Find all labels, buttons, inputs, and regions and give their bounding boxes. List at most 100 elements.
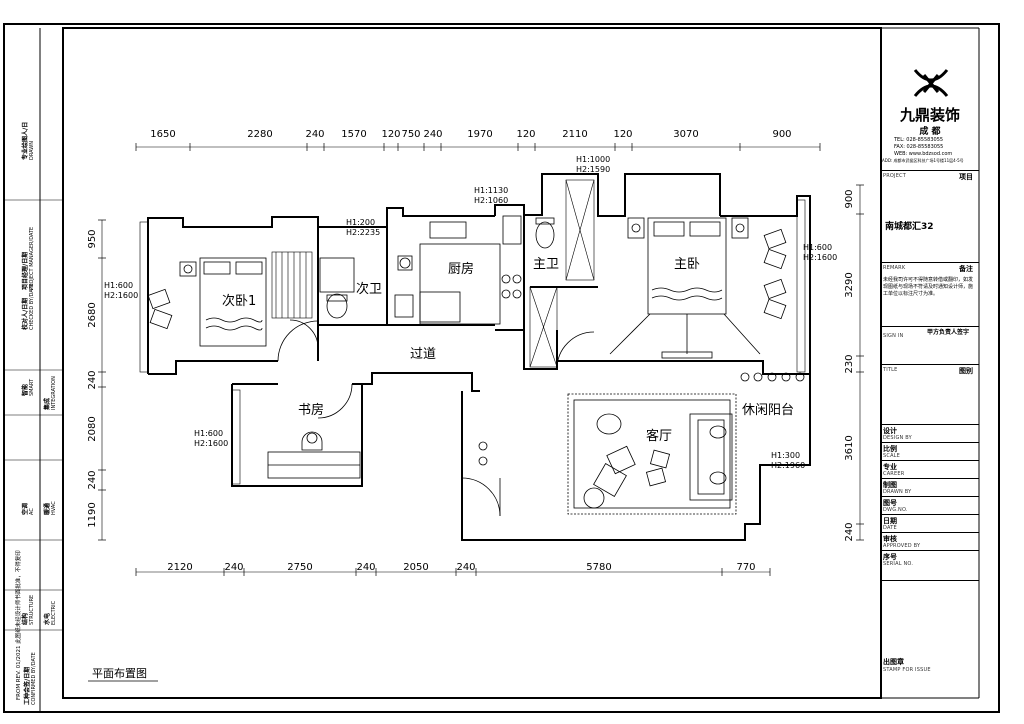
row-label-cn: 制图: [883, 481, 897, 489]
h-kitchen-2: H2:1060: [474, 196, 508, 205]
side-integration: 集成 INTEGRATION: [42, 376, 57, 410]
dim-top-12: 3070: [673, 129, 698, 140]
side-label-cn: 校对人/日期: [22, 297, 29, 330]
dim-bottom-7: 5780: [586, 562, 611, 573]
side-label-cn: 暖通: [44, 502, 51, 515]
furniture: [147, 215, 805, 517]
company-tel: TEL: 028-85583055: [894, 137, 944, 143]
side-label-en: STRUCTURE: [29, 594, 35, 625]
dim-bottom-5: 2050: [403, 562, 428, 573]
h-bath2-2: H2:2235: [346, 228, 380, 237]
dim-right-2: 3290: [844, 272, 855, 297]
h-master-bed-2: H2:1600: [803, 253, 837, 262]
side-checked: 校对人/日期 CHECKED BY/DATE: [20, 283, 35, 330]
room-kitchen: 厨房: [448, 261, 474, 277]
dim-bottom-2: 240: [224, 562, 243, 573]
side-electric: 水电 ELECTRIC: [42, 601, 57, 625]
row-label-cn: 日期: [883, 517, 897, 525]
row-label-cn: 比例: [883, 445, 897, 453]
dim-top-11: 120: [613, 129, 632, 140]
title-cn: 图别: [959, 367, 973, 375]
row-label-en: DRAWN BY: [883, 489, 912, 495]
project-en: PROJECT: [883, 173, 907, 179]
h-master-bath-2: H2:1590: [576, 165, 610, 174]
dim-bottom-1: 2120: [167, 562, 192, 573]
sheet-border: [3, 23, 1000, 713]
side-label-en: SMART: [29, 378, 35, 396]
drawing-title: 平面布置图: [92, 667, 147, 680]
tb-row-serial: 序号 SERIAL NO.: [881, 550, 979, 581]
room-master-bedroom: 主卧: [674, 257, 700, 272]
dim-top-2: 2280: [247, 129, 272, 140]
dim-top-3: 240: [305, 129, 324, 140]
dim-top-8: 1970: [467, 129, 492, 140]
side-label-en: PROJECT MANAGER/DATE: [29, 226, 35, 290]
side-drawn: 专业绘图人/日 DRAWN: [20, 122, 35, 160]
side-revision: FROM REV. 01/2021 此图纸未经设计师书面批准，不得复印: [14, 550, 22, 700]
tb-row-design: 设计 DESIGN BY: [881, 424, 979, 443]
drawing-frame: [62, 27, 882, 699]
remark-text: 未经我司许可不得随意转借或翻印，如发现图纸与现场不符请及时通知设计师，施工单位以…: [883, 277, 974, 297]
project-section: PROJECT 项目 南城都汇32: [881, 170, 979, 263]
company-address: ADD: 成都市武侯区科技广场1号楼11层4-5号: [882, 158, 964, 163]
side-label-cn: 水电: [44, 612, 51, 625]
dim-right-3: 230: [844, 354, 855, 373]
dim-top-5: 120: [381, 129, 400, 140]
row-label-cn: 专业: [883, 463, 897, 471]
room-living: 客厅: [646, 428, 672, 444]
side-confirmed: 工种会签/日期 CONFIRMED BY/DATE: [22, 652, 37, 705]
side-label-en: HVAC: [51, 501, 57, 515]
tb-row-date: 日期 DATE: [881, 514, 979, 533]
stamp-cn: 出图章: [883, 658, 904, 666]
row-label-cn: 图号: [883, 499, 897, 507]
side-label-cn: 项目经理/日期: [22, 251, 29, 290]
company-city: 成 都: [919, 127, 941, 137]
dim-top-6: 750: [401, 129, 420, 140]
dim-left-5: 240: [87, 470, 98, 489]
side-label-cn: 集成: [44, 397, 51, 410]
row-label-cn: 审核: [883, 535, 897, 543]
side-label-en: CONFIRMED BY/DATE: [31, 652, 37, 705]
side-label-en: DRAWN: [29, 141, 35, 160]
tb-row-dwg: 图号 DWG.NO.: [881, 496, 979, 515]
company-fax: FAX: 028-85583055: [894, 144, 944, 150]
row-label-en: DATE: [883, 525, 897, 531]
side-label-cn: 智能: [22, 383, 29, 396]
side-manager: 项目经理/日期 PROJECT MANAGER/DATE: [20, 227, 35, 290]
side-structure: 结构 STRUCTURE: [20, 595, 35, 625]
dim-top-10: 2110: [562, 129, 587, 140]
sign-cn: 甲方负责人签字: [927, 329, 970, 336]
dim-left-3: 240: [87, 370, 98, 389]
room-balcony: 休闲阳台: [742, 403, 794, 418]
row-label-en: DWG.NO.: [883, 507, 908, 513]
remark-en: REMARK: [883, 265, 906, 271]
side-label-en: INTEGRATION: [51, 376, 57, 410]
dim-bottom-4: 240: [356, 562, 375, 573]
h-master-bath-1: H1:1000: [576, 155, 610, 164]
side-label-en: AC: [29, 508, 35, 515]
tb-row-scale: 比例 SCALE: [881, 442, 979, 461]
row-label-cn: 设计: [883, 427, 897, 435]
title-section: TITLE 图别: [881, 364, 979, 425]
side-label-cn: 工种会签/日期: [24, 666, 31, 705]
h-bath2-1: H1:200: [346, 218, 375, 227]
h-master-bed-1: H1:600: [803, 243, 832, 252]
dim-top-7: 240: [423, 129, 442, 140]
dim-bottom-3: 2750: [287, 562, 312, 573]
tb-row-drawn: 制图 DRAWN BY: [881, 478, 979, 497]
h-bedroom2-2: H2:1600: [104, 291, 138, 300]
remark-section: REMARK 备注 未经我司许可不得随意转借或翻印，如发现图纸与现场不符请及时通…: [881, 262, 979, 327]
sign-section: SIGN IN 甲方负责人签字: [881, 326, 979, 365]
dim-right-5: 240: [844, 522, 855, 541]
row-label-en: CAREER: [883, 471, 905, 477]
dim-left-2: 2680: [87, 302, 98, 327]
side-label-cn: 空调: [22, 502, 29, 515]
side-ac: 空调 AC: [20, 503, 35, 515]
room-bath2: 次卫: [356, 281, 382, 297]
dim-top-1: 1650: [150, 129, 175, 140]
h-balcony-2: H2:1960: [771, 461, 805, 470]
side-hvac: 暖通 HVAC: [42, 501, 57, 515]
revision-note: FROM REV. 01/2021 此图纸未经设计师书面批准，不得复印: [16, 550, 22, 700]
row-label-en: SCALE: [883, 453, 901, 459]
